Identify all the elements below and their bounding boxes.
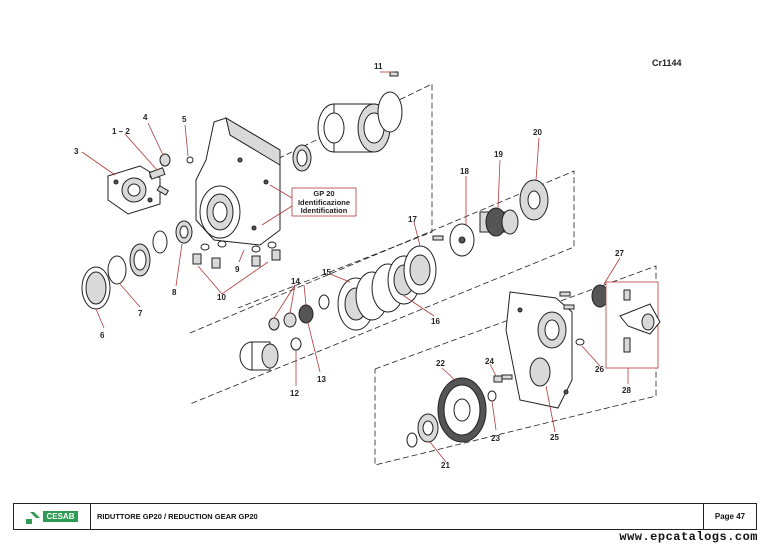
- callout-1-2: 1 – 2: [112, 127, 130, 136]
- part-26-oring: [575, 338, 585, 346]
- part-14-bearing-b: [283, 312, 297, 328]
- assembly-frame-lower: [374, 265, 657, 466]
- part-17-clutch-plate: [403, 245, 437, 295]
- drawing-code: Cr1144: [652, 58, 682, 68]
- part-7-ring: [107, 255, 127, 285]
- gearbox-housing: [195, 116, 281, 246]
- callout-6: 6: [100, 331, 105, 340]
- part-8-ring-inner: [179, 225, 189, 239]
- page-number: Page 47: [703, 504, 756, 529]
- callout-11: 11: [374, 62, 383, 71]
- callout-14: 14: [291, 277, 300, 286]
- callout-8: 8: [172, 288, 177, 297]
- part-28-lever: [605, 281, 661, 369]
- part-5-plug: [186, 156, 194, 164]
- callout-labels: 1 – 2 3 4 5 6 7 8 9 10 11 12 13 14 15 16…: [74, 62, 631, 470]
- callout-13: 13: [317, 375, 326, 384]
- callout-24: 24: [485, 357, 494, 366]
- callout-15: 15: [322, 268, 331, 277]
- part-14-bearing-a: [268, 317, 280, 331]
- document-title: RIDUTTORE GP20 / REDUCTION GEAR GP20: [97, 512, 258, 521]
- part-27-gear: [591, 284, 609, 308]
- assembly-frame-middle: [189, 170, 575, 405]
- part-circlip: [152, 230, 168, 254]
- part-10-screws: [192, 249, 281, 269]
- callout-26: 26: [595, 365, 604, 374]
- part-4-bushing: [159, 153, 171, 167]
- footer-title-block: CESAB RIDUTTORE GP20 / REDUCTION GEAR GP…: [13, 503, 757, 530]
- part-13-gear: [298, 304, 314, 324]
- brand-name: CESAB: [43, 511, 78, 522]
- part-ring-15: [318, 294, 330, 310]
- part-pin-a: [559, 291, 571, 297]
- callout-3: 3: [74, 147, 79, 156]
- callout-28: 28: [622, 386, 631, 395]
- callout-16: 16: [431, 317, 440, 326]
- brand-logo: CESAB: [14, 504, 91, 529]
- callout-23: 23: [491, 434, 500, 443]
- callout-18: 18: [460, 167, 469, 176]
- callout-20: 20: [533, 128, 542, 137]
- callout-4: 4: [143, 113, 148, 122]
- callout-7: 7: [138, 309, 143, 318]
- assembly-frame-upper: [237, 83, 433, 309]
- watermark-link[interactable]: www.epcatalogs.com: [619, 530, 758, 544]
- identification-box: GP 20 Identificazione Identification: [261, 184, 357, 226]
- part-23-washer: [487, 390, 497, 402]
- brand-mark-icon: [26, 511, 41, 524]
- callout-27: 27: [615, 249, 624, 258]
- part-9-washers: [200, 240, 277, 253]
- callout-17: 17: [408, 215, 417, 224]
- id-box-line1: GP 20: [313, 189, 334, 198]
- part-22-gear: [437, 377, 487, 443]
- part-hub-shaft: [239, 341, 279, 371]
- part-bearing-left: [129, 243, 151, 277]
- callout-10: 10: [217, 293, 226, 302]
- callout-22: 22: [436, 359, 445, 368]
- callout-25: 25: [550, 433, 559, 442]
- part-19-gear-cluster: [479, 207, 519, 237]
- callout-9: 9: [235, 265, 240, 274]
- part-25-cover: [505, 291, 573, 409]
- part-bearing-small-inner: [296, 149, 308, 167]
- part-pin-17: [432, 235, 444, 241]
- part-6-seal-inner: [85, 271, 107, 305]
- callout-5: 5: [182, 115, 187, 124]
- part-pin-c: [501, 374, 513, 380]
- part-pin-b: [563, 304, 575, 310]
- part-24-plug: [493, 375, 503, 383]
- id-box-line2: Identificazione: [298, 198, 350, 207]
- part-1-2-pin: [148, 167, 170, 196]
- part-11-screw: [389, 71, 399, 77]
- part-20-disc: [519, 179, 549, 221]
- part-12-washer: [290, 337, 302, 351]
- callout-12: 12: [290, 389, 299, 398]
- callout-21: 21: [441, 461, 450, 470]
- part-snap-ring: [377, 91, 403, 133]
- part-3-flange: [107, 165, 161, 215]
- part-18-plate: [449, 223, 475, 257]
- id-box-line3: Identification: [301, 206, 348, 215]
- callout-19: 19: [494, 150, 503, 159]
- leader-lines: [81, 71, 629, 463]
- part-21-bearing: [406, 413, 439, 448]
